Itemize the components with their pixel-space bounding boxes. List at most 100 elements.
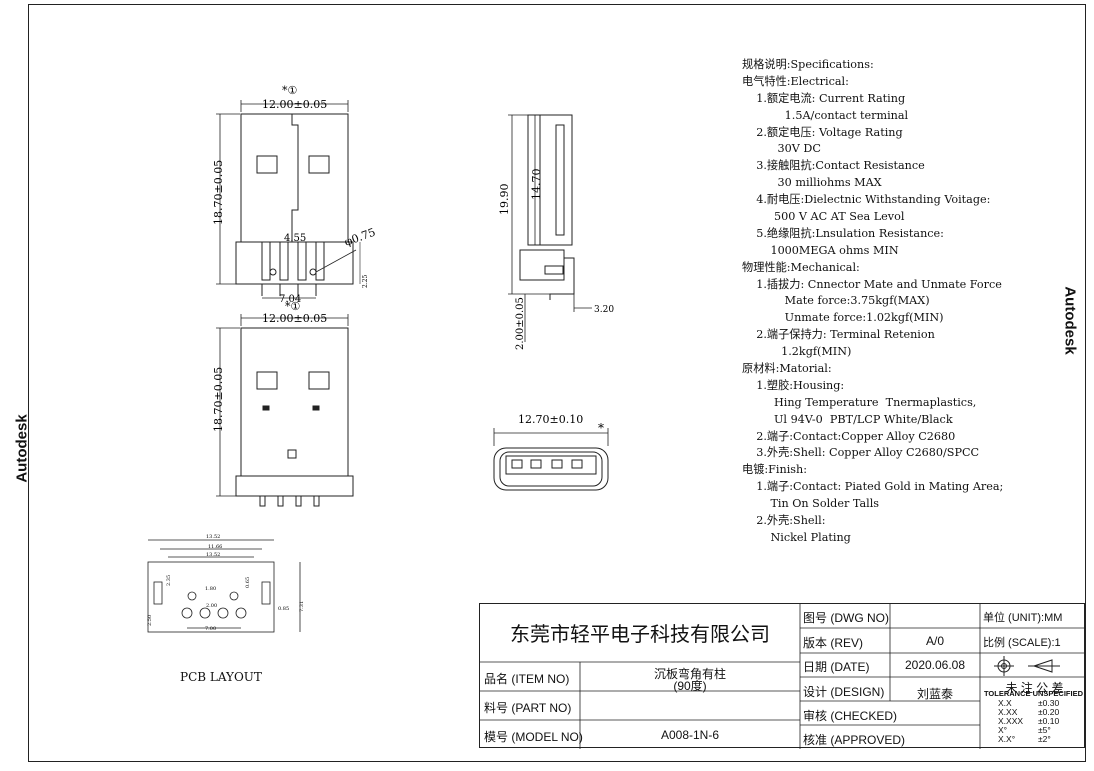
tolerance-key: X.X° [998,734,1016,744]
specifications-notes: 规格说明:Specifications:电气特性:Electrical: 1.额… [742,57,1003,547]
spec-line: Hing Temperature Tnermaplastics, [742,395,977,409]
spec-line: 500 V AC AT Sea Levol [742,210,905,224]
top-view-pin-span: 7.04 [279,294,301,305]
spec-line: 电镀:Finish: [742,463,807,477]
side-view-base [519,249,565,281]
tolerance-row: X.X±0.30 [998,699,1059,708]
spec-line: 30 milliohms MAX [742,176,882,190]
tolerance-key: X.XX [998,707,1018,717]
unit-value: MM [1044,612,1063,624]
front-view-shell [493,447,609,491]
top-view-pin-1 [261,241,271,281]
rev-label: 版本 (REV) [803,636,864,650]
top-view-pin-2 [279,241,289,281]
bottom-view-pin-3 [295,495,302,507]
tolerance-row: X.XX ±0.20 [998,708,1059,717]
spec-line: 2.端子:Contact:Copper Alloy C2680 [742,429,956,443]
bottom-view-housing [240,327,349,477]
bottom-view-pin-1 [259,495,266,507]
spec-line: 1.端子:Contact: Piated Gold in Mating Area… [742,480,1004,494]
approved-label: 核准 (APPROVED) [803,733,906,747]
title-block: 东莞市轻平电子科技有限公司 品名 (ITEM NO) 沉板弯角有柱 (90度) … [479,603,1086,749]
tolerance-row: X° ±5° [998,726,1059,735]
top-view [216,100,361,299]
pcb-layout [147,539,301,633]
bottom-view-base [235,475,354,497]
tolerance-row: X.X°±2° [998,735,1059,744]
pcb-dim-4: 7.31 [299,601,305,612]
company-name: 东莞市轻平电子科技有限公司 [510,622,770,646]
bottom-view-width-dim: 12.00±0.05 [262,312,327,325]
side-view [508,114,592,342]
top-view-pin-4 [315,241,325,281]
top-view-post-right [309,268,317,276]
top-view-width-dim: 12.00±0.05 [262,98,327,111]
tolerance-key: X.XXX [998,716,1024,726]
pcb-pad-2 [199,607,211,619]
design-label: 设计 (DESIGN) [803,685,885,699]
side-view-tail-dim: 2.00±0.05 [515,297,526,350]
pcb-dim-3: 13.52 [206,552,220,558]
bottom-view-pin-2 [277,495,284,507]
pcb-dim-1: 13.52 [206,534,220,540]
spec-line: 2.端子保持力: Terminal Retenion [742,328,935,342]
spec-line: 2.外壳:Shell: [742,514,826,528]
tolerance-key: X° [998,725,1008,735]
model-no-value: A008-1N-6 [660,728,720,742]
pcb-pad-3 [217,607,229,619]
spec-line: 原材料:Matorial: [742,362,832,376]
spec-line: 1.5A/contact terminal [742,108,909,122]
spec-line: 1.插拔力: Cnnector Mate and Unmate Force [742,277,1002,291]
projection-symbol-icon [994,656,1060,676]
date-value: 2020.06.08 [904,658,966,672]
spec-line: 电气特性:Electrical: [742,74,849,88]
design-value: 刘蓝泰 [916,687,953,701]
pcb-pad-4 [235,607,247,619]
pcb-mount-slot-left [153,581,163,605]
spec-line: 5.绝缘阻抗:Lnsulation Resistance: [742,226,944,240]
top-view-height-dim: 18.70±0.05 [212,160,225,225]
spec-line: 30V DC [742,142,821,156]
front-view [493,428,609,491]
side-view-overall-dim: 19.90 [498,184,511,216]
tolerance-value: ±0.20 [1038,707,1060,717]
spec-line: 规格说明:Specifications: [742,58,874,71]
tolerance-value: ±0.10 [1038,716,1060,726]
pcb-mount-slot-right [261,581,271,605]
item-no-label: 品名 (ITEM NO) [484,672,570,686]
spec-line: Mate force:3.75kgf(MAX) [742,294,930,308]
side-view-body-dim: 14.70 [530,169,543,201]
top-view-window-left [256,155,278,174]
tolerance-value: ±5° [1038,725,1051,735]
tolerance-value: ±0.30 [1038,698,1060,708]
pcb-dim-10: 2.50 [147,615,153,626]
bottom-view-center-mark [287,449,297,459]
top-view-base [235,241,354,285]
checked-label: 审核 (CHECKED) [803,709,898,723]
pcb-dim-2: 11.66 [208,544,222,550]
rev-value: A/0 [925,634,944,648]
top-view-post-left [269,268,277,276]
pcb-post-left [187,591,197,601]
spec-line: 4.耐电压:Dielectnic Withstanding Voitage: [742,193,991,207]
scale-value: 1 [1054,637,1061,649]
bottom-view-window-left [256,371,278,390]
front-view-width-dim: 12.70±0.10 [518,413,583,426]
front-view-marker: * [598,421,604,435]
bottom-view-slot-left [262,405,270,411]
pcb-dim-9: 0.85 [278,606,289,612]
pcb-post-right [229,591,239,601]
spec-line: Tin On Solder Talls [742,497,880,511]
top-view-shell-notch [291,114,299,242]
tolerance-title-en: TOLERANCE UNSPECIFIED [983,689,1084,698]
side-view-tail [549,257,575,300]
pcb-dim-5: 1.80 [205,586,216,592]
spec-line: 1.塑胶:Housing: [742,378,845,392]
pcb-dim-6: 2.00 [206,603,217,609]
spec-line: 1.2kgf(MIN) [742,345,852,359]
pcb-dim-11: 2.35 [166,575,172,586]
pcb-dim-8: 0.65 [245,577,251,588]
bottom-view-pin-4 [313,495,320,507]
